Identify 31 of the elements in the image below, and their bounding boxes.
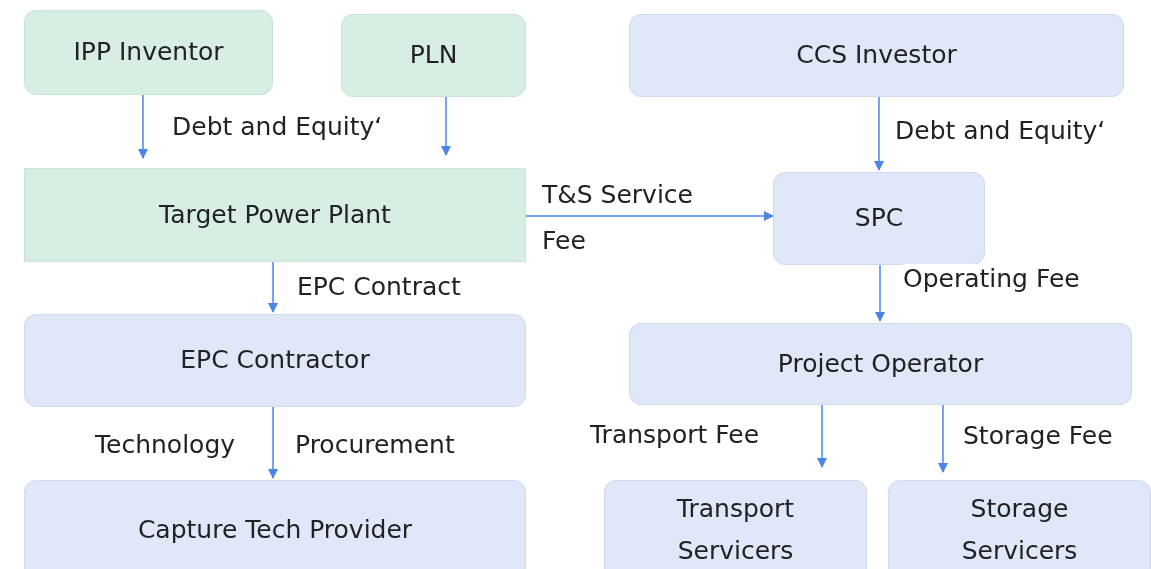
process-box [24,168,526,262]
node-label: Target Power Plant [159,198,391,231]
process-box [341,14,526,97]
node-label: CCS Investor [796,39,957,72]
process-box [888,480,1151,569]
process-box [24,10,273,95]
node-label: EPC Contractor [180,344,370,377]
edge-label: Operating Fee [903,264,1080,294]
arrow [525,211,774,221]
arrow [441,96,451,156]
node-label: IPP Inventor [73,36,224,69]
node-label: SPC [854,202,904,235]
node-label: Project Operator [777,347,984,380]
arrow [817,404,827,468]
node-label: Transport Servicers [675,492,796,567]
node-label: Storage Servicers [960,492,1079,567]
arrow [875,264,885,322]
node-label: PLN [409,39,458,72]
arrow [938,404,948,473]
node-label: Capture Tech Provider [137,513,413,546]
process-box [629,323,1132,405]
arrow [268,261,278,313]
edge-label: T&S Service Fee [542,179,694,258]
arrow [874,96,884,171]
process-box [24,314,526,407]
process-box [629,14,1124,97]
arrow [268,406,278,479]
process-box [773,172,985,265]
process-box [24,480,526,569]
arrow [138,94,148,159]
process-box [604,480,867,569]
